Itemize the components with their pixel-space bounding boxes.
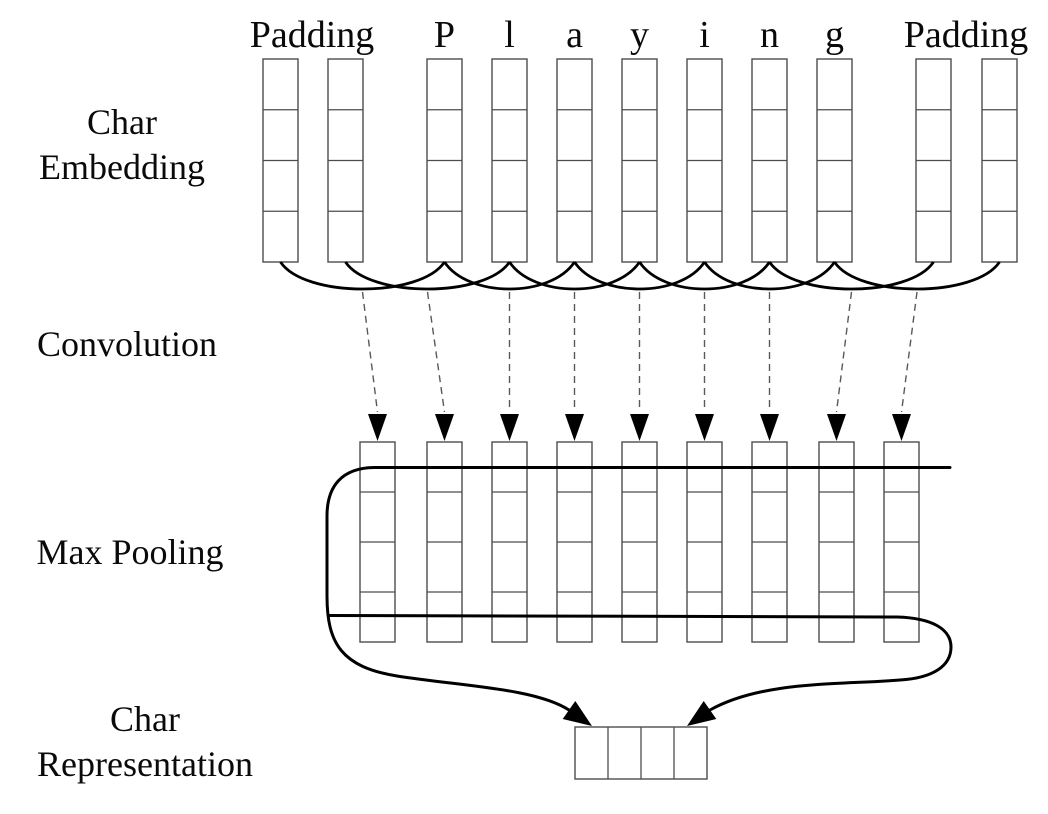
convolution-window-arc [443, 261, 576, 291]
convolution-window-arc [768, 261, 935, 291]
convolution-arrowhead-icon [760, 414, 779, 441]
convolution-dashed-line [835, 291, 853, 413]
convolution-arrowhead-icon [500, 414, 519, 441]
convolution-arrowhead-icon [630, 414, 649, 441]
pooling-arrowhead-right [687, 701, 717, 726]
stage-label-char-embedding-line1: Char [87, 102, 157, 142]
max-pooling-paths [325, 466, 953, 726]
convolution-arrowhead-icon [368, 414, 387, 441]
token-label-char-a: a [566, 14, 583, 56]
stage-label-char-embedding-line2: Embedding [39, 147, 205, 187]
max-pooling-bottom-line [327, 614, 953, 712]
convolution-arrowhead-icon [827, 414, 846, 441]
convolution-window-arc [573, 261, 706, 291]
convolution-dashed-line [426, 291, 446, 413]
convolution-window-arc [833, 261, 1001, 291]
convolution-dashed-line [900, 291, 918, 413]
token-label-char-i: i [699, 14, 710, 56]
pooling-arrowhead-left [562, 701, 592, 726]
token-label-padding-right: Padding [904, 14, 1029, 56]
max-pooling-top-line [325, 466, 952, 712]
convolution-output-columns [359, 441, 920, 643]
stage-label-convolution: Convolution [37, 324, 217, 364]
token-label-char-l: l [504, 14, 515, 56]
char-embedding-columns [262, 58, 1018, 263]
convolution-arrowhead-icon [695, 414, 714, 441]
convolution-window-arc [703, 261, 836, 291]
convolution-arrowhead-icon [892, 414, 911, 441]
stage-label-max-pooling: Max Pooling [36, 532, 223, 572]
token-label-char-y: y [630, 14, 649, 56]
convolution-window-arcs [279, 261, 1001, 291]
token-label-char-n: n [760, 14, 779, 56]
convolution-window-arc [508, 261, 641, 291]
token-label-char-g: g [825, 14, 844, 56]
convolution-window-arc [344, 261, 511, 291]
convolution-dashed-arrows [361, 291, 918, 441]
token-label-char-P: P [434, 14, 455, 56]
convolution-window-arc [638, 261, 771, 291]
stage-label-char-representation-line2: Representation [37, 744, 253, 784]
convolution-arrowhead-icon [565, 414, 584, 441]
char-representation-box [574, 726, 708, 780]
text-labels: Padding P l a y i n g Padding Char Embed… [36, 14, 1028, 784]
convolution-window-arc [279, 261, 446, 291]
convolution-dashed-line [361, 291, 379, 413]
convolution-arrowhead-icon [435, 414, 454, 441]
stage-label-char-representation-line1: Char [110, 699, 180, 739]
token-label-padding-left: Padding [250, 14, 375, 56]
